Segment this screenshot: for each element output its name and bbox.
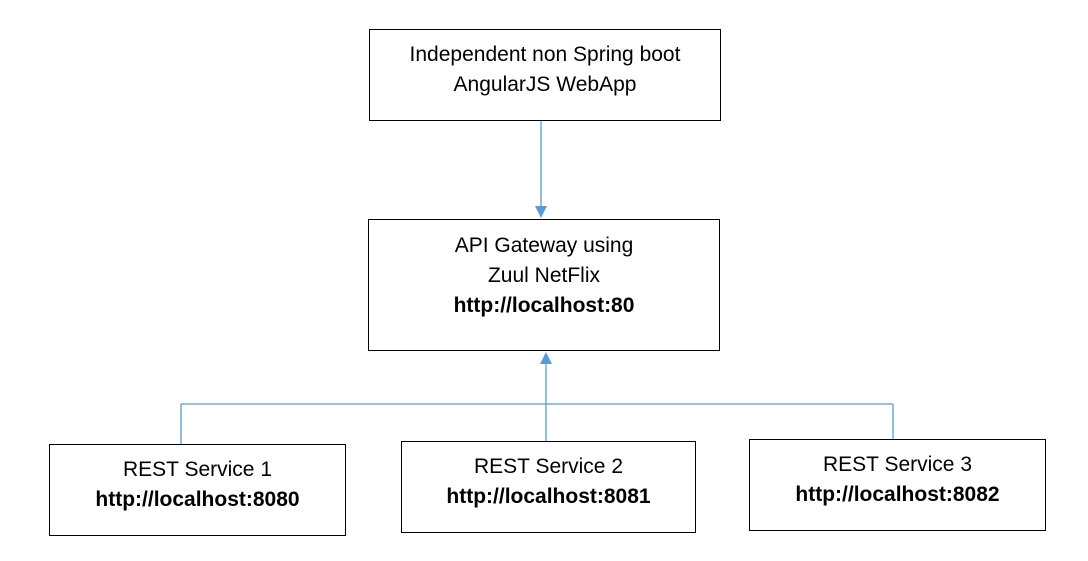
gateway-url: http://localhost:80 bbox=[453, 294, 635, 317]
rest-service-2-node: REST Service 2 http://localhost:8081 bbox=[401, 441, 696, 533]
service2-url: http://localhost:8081 bbox=[446, 485, 651, 508]
gateway-title-line2: Zuul NetFlix bbox=[487, 264, 601, 287]
service2-name: REST Service 2 bbox=[474, 455, 623, 478]
webapp-node: Independent non Spring boot AngularJS We… bbox=[369, 29, 721, 121]
service1-url: http://localhost:8080 bbox=[95, 488, 300, 511]
rest-service-1-node: REST Service 1 http://localhost:8080 bbox=[49, 444, 346, 536]
webapp-title-line1: Independent non Spring boot bbox=[409, 43, 681, 66]
webapp-title-line2: AngularJS WebApp bbox=[453, 73, 637, 96]
service3-url: http://localhost:8082 bbox=[795, 483, 1000, 506]
rest-service-3-node: REST Service 3 http://localhost:8082 bbox=[749, 439, 1046, 531]
service3-name: REST Service 3 bbox=[823, 453, 972, 476]
service1-name: REST Service 1 bbox=[123, 458, 272, 481]
gateway-title-line1: API Gateway using bbox=[454, 234, 634, 257]
api-gateway-node: API Gateway using Zuul NetFlix http://lo… bbox=[368, 219, 720, 351]
